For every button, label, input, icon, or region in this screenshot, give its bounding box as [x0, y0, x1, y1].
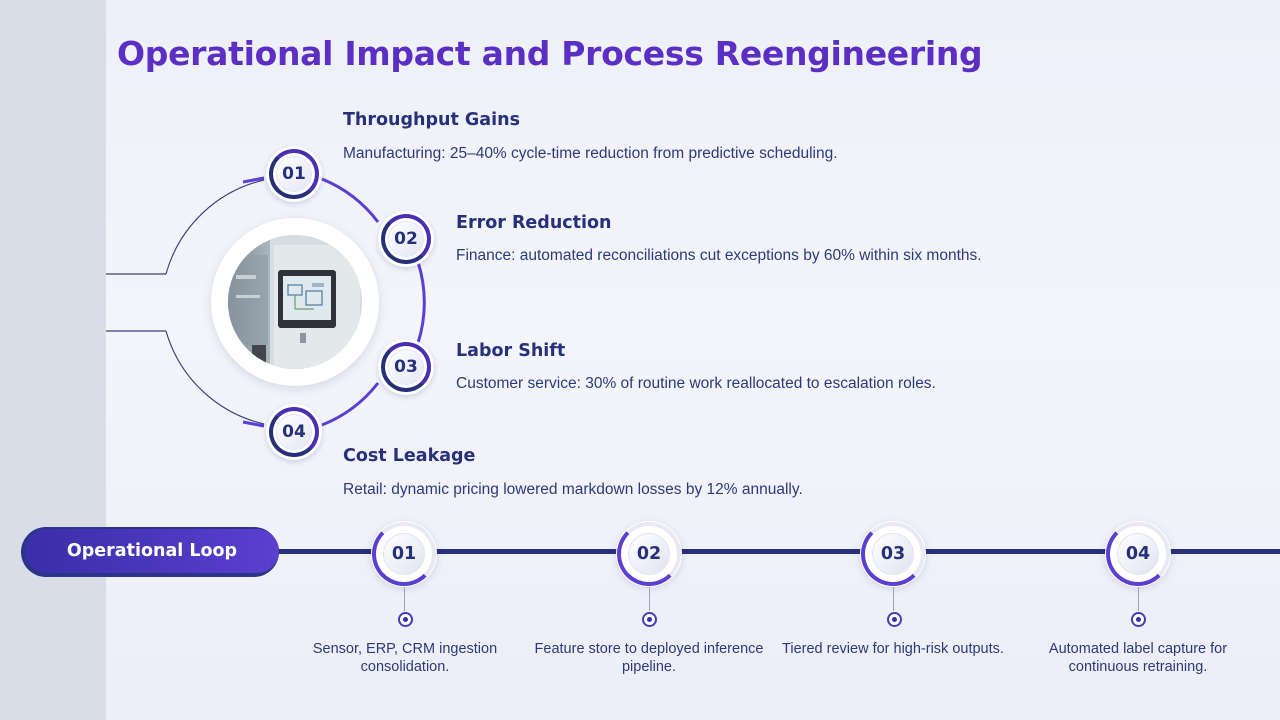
item-description-throughput-gains: Manufacturing: 25–40% cycle-time reducti…	[343, 145, 838, 162]
item-description-labor-shift: Customer service: 30% of routine work re…	[456, 375, 936, 392]
loop-step-03: 03	[860, 521, 926, 587]
item-badge-02: 02	[378, 211, 434, 267]
loop-step-dot	[642, 612, 657, 627]
item-description-cost-leakage: Retail: dynamic pricing lowered markdown…	[343, 481, 803, 498]
loop-step-dot	[1131, 612, 1146, 627]
loop-step-04-description: Automated label capture for continuous r…	[1048, 641, 1228, 675]
loop-step-03-description: Tiered review for high-risk outputs.	[782, 641, 1004, 657]
item-badge-03: 03	[378, 339, 434, 395]
loop-step-02-description: Feature store to deployed inference pipe…	[534, 641, 764, 675]
page-title: Operational Impact and Process Reenginee…	[117, 34, 983, 73]
loop-step-stem	[404, 587, 405, 611]
item-description-error-reduction: Finance: automated reconciliations cut e…	[456, 247, 982, 264]
item-title-cost-leakage: Cost Leakage	[343, 446, 476, 466]
loop-step-stem	[649, 587, 650, 611]
loop-step-02: 02	[616, 521, 682, 587]
loop-step-01-description: Sensor, ERP, CRM ingestion consolidation…	[312, 641, 498, 675]
left-sidebar-strip	[0, 0, 106, 720]
item-badge-04: 04	[266, 404, 322, 460]
operational-loop-label: Operational Loop	[25, 529, 279, 573]
operational-loop-pill: Operational Loop	[21, 527, 279, 577]
loop-step-04: 04	[1105, 521, 1171, 587]
control-panel-image	[228, 235, 362, 369]
item-badge-01: 01	[266, 146, 322, 202]
item-title-error-reduction: Error Reduction	[456, 213, 612, 233]
loop-track-line	[279, 549, 1280, 554]
loop-step-dot	[887, 612, 902, 627]
loop-step-stem	[893, 587, 894, 611]
center-photo-frame	[211, 218, 379, 386]
item-title-labor-shift: Labor Shift	[456, 341, 566, 361]
loop-step-01: 01	[371, 521, 437, 587]
item-title-throughput-gains: Throughput Gains	[343, 110, 520, 130]
loop-step-dot	[398, 612, 413, 627]
loop-step-stem	[1138, 587, 1139, 611]
